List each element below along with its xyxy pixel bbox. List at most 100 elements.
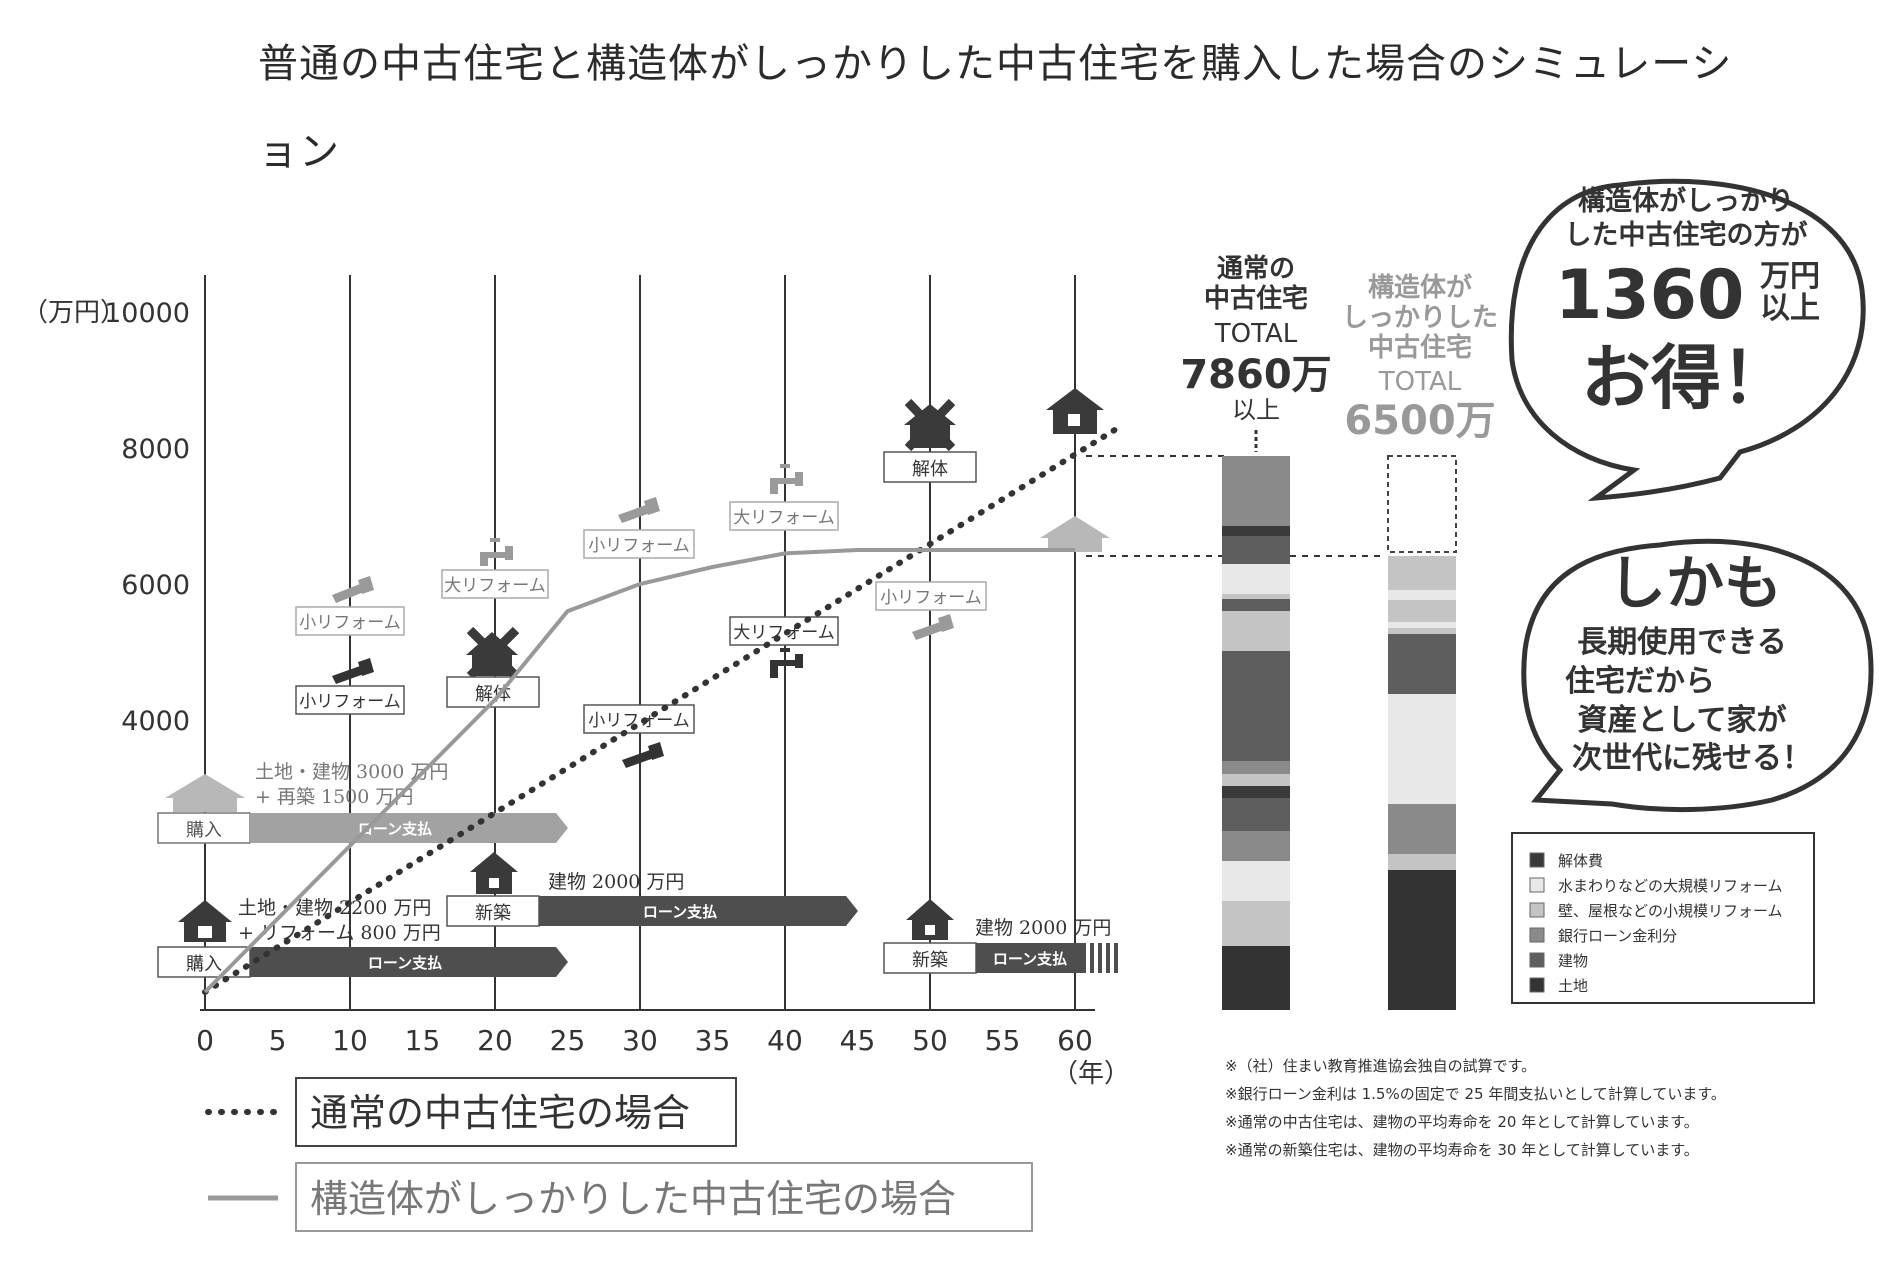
stack-solid-segment (1388, 634, 1456, 694)
series-line-0 (202, 424, 1122, 995)
total-normal-suffix: 以上 (1232, 396, 1280, 424)
bubble-savings-line3: お得！ (1581, 337, 1791, 419)
bar-stripe (1098, 943, 1102, 973)
bar-stripe (1106, 943, 1110, 973)
bar-stripe (1114, 943, 1118, 973)
footnote: ※（社）住まい教育推進協会独自の試算です。 (1225, 1057, 1537, 1075)
x-tick-label: 35 (695, 1024, 731, 1057)
band-upper-note2: + 再築 1500 万円 (255, 786, 413, 808)
series-legend-dotted-box (295, 1077, 737, 1147)
stack-normal-segment (1222, 564, 1290, 594)
band-rebuild-20-bar (539, 896, 858, 926)
y-tick-label: 8000 (121, 434, 190, 465)
legend-label: 解体費 (1558, 852, 1603, 870)
bubble-savings-unit1: 万円 (1760, 259, 1820, 294)
stack-normal-segment (1222, 611, 1290, 651)
band-rebuild-20-house-icon (470, 852, 518, 894)
legend-swatch (1529, 952, 1545, 968)
stack-solid-segment (1388, 694, 1456, 804)
faucet-icon (770, 464, 803, 494)
event-10-lower-box (295, 685, 405, 715)
x-tick-label: 10 (332, 1024, 368, 1057)
y-tick-label: 6000 (121, 570, 190, 601)
faucet-icon (770, 648, 803, 678)
band-upper-bar-label: ローン支払 (358, 820, 432, 838)
footnote: ※通常の新築住宅は、建物の平均寿命を 30 年として計算しています。 (1225, 1141, 1699, 1159)
band-upper-bar (250, 813, 568, 843)
footnote: ※通常の中古住宅は、建物の平均寿命を 20 年として計算しています。 (1225, 1113, 1699, 1131)
legend-swatch (1529, 902, 1545, 918)
series-lines (202, 424, 1122, 995)
stack-normal (1222, 456, 1290, 1010)
band-rebuild-50-start-label: 新築 (912, 950, 948, 971)
band-lower-bar-label: ローン支払 (368, 954, 442, 972)
band-upper-note1: 土地・建物 3000 万円 (255, 761, 448, 783)
band-rebuild-50-start-box (883, 942, 977, 974)
event-30-upper-label: 小リフォーム (588, 536, 690, 556)
stack-normal-segment (1222, 536, 1290, 564)
event-30-lower-box (583, 704, 695, 734)
x-tick-label: 60 (1057, 1024, 1093, 1057)
legend-swatch (1529, 977, 1545, 993)
house-window (198, 926, 212, 938)
series-legend-solid-label: 構造体がしっかりした中古住宅の場合 (310, 1177, 956, 1221)
legend-items: 解体費水まわりなどの大規模リフォーム壁、屋根などの小規模リフォーム銀行ローン金利… (1529, 852, 1783, 995)
stack-normal-segment (1222, 831, 1290, 861)
total-solid-total-label: TOTAL (1378, 367, 1462, 397)
y-tick-label: 10000 (104, 298, 190, 329)
event-20-upper-label: 大リフォーム (444, 576, 546, 596)
demolish-x-icon (904, 398, 956, 452)
stack-solid-segment (1388, 870, 1456, 1010)
event-10-lower-label: 小リフォーム (299, 692, 401, 712)
event-30-lower-label: 小リフォーム (588, 711, 690, 731)
total-solid-value: 6500万 (1344, 398, 1495, 444)
stack-normal-segment (1222, 651, 1290, 761)
demolish-x-icon (466, 626, 520, 680)
stack-normal-segment (1222, 798, 1290, 831)
bubble-asset: しかも 長期使用できる 住宅だから 資産として家が 次世代に残せる！ (1521, 538, 1874, 813)
bar-stripe (1090, 943, 1094, 973)
x-tick-label: 5 (269, 1024, 287, 1057)
stack-normal-segment (1222, 786, 1290, 798)
stack-normal-segment (1222, 456, 1290, 526)
house-dark-icon (1046, 388, 1104, 434)
bubble-savings-line1: 構造体がしっかり (1578, 185, 1794, 217)
band-upper-roof-icon (165, 774, 245, 812)
bubble-savings-line2: した中古住宅の方が (1565, 219, 1808, 251)
band-rebuild-50-note: 建物 2000 万円 (975, 917, 1111, 939)
event-10-upper-label: 小リフォーム (299, 613, 401, 633)
legend-swatch (1529, 927, 1545, 943)
event-50-lower-label: 小リフォーム (880, 588, 982, 608)
stack-solid-segment (1388, 628, 1456, 634)
x-tick-label: 20 (477, 1024, 513, 1057)
band-rebuild-50-bar (976, 943, 1086, 973)
legend-label: 銀行ローン金利分 (1558, 927, 1677, 945)
legend-label: 土地 (1558, 977, 1588, 995)
x-tick-label: 40 (767, 1024, 803, 1057)
stack-normal-segment (1222, 761, 1290, 774)
event-50-upper-box (883, 451, 977, 483)
series-legend-solid-box (295, 1162, 1033, 1232)
hammer-icon (332, 658, 374, 684)
page-title: 普通の中古住宅と構造体がしっかりした中古住宅を購入した場合のシミュレーション (258, 41, 1733, 175)
band-lower-house-icon (178, 900, 232, 942)
hammer-icon (618, 497, 660, 523)
bubble-savings-amount: 1360 (1555, 256, 1744, 335)
legend-box (1511, 832, 1815, 1004)
x-tick-label: 15 (405, 1024, 441, 1057)
y-tick-label: 4000 (121, 706, 190, 737)
hammer-icon (332, 576, 374, 603)
stack-normal-segment (1222, 594, 1290, 599)
y-tick-labels: 4000 6000 8000 10000 (104, 298, 190, 737)
total-normal-total-label: TOTAL (1214, 319, 1298, 349)
stack-normal-segment (1222, 774, 1290, 786)
band-rebuild-50-bar-label: ローン支払 (993, 950, 1067, 968)
total-normal-line1: 通常の (1217, 254, 1295, 284)
series-legend-dotted-label: 通常の中古住宅の場合 (310, 1091, 690, 1135)
stack-normal-segment (1222, 901, 1290, 946)
legend-label: 水まわりなどの大規模リフォーム (1558, 877, 1783, 895)
house-light-icon (1040, 516, 1110, 552)
event-40-upper-label: 大リフォーム (733, 508, 835, 528)
stack-solid-empty-top (1387, 455, 1457, 553)
